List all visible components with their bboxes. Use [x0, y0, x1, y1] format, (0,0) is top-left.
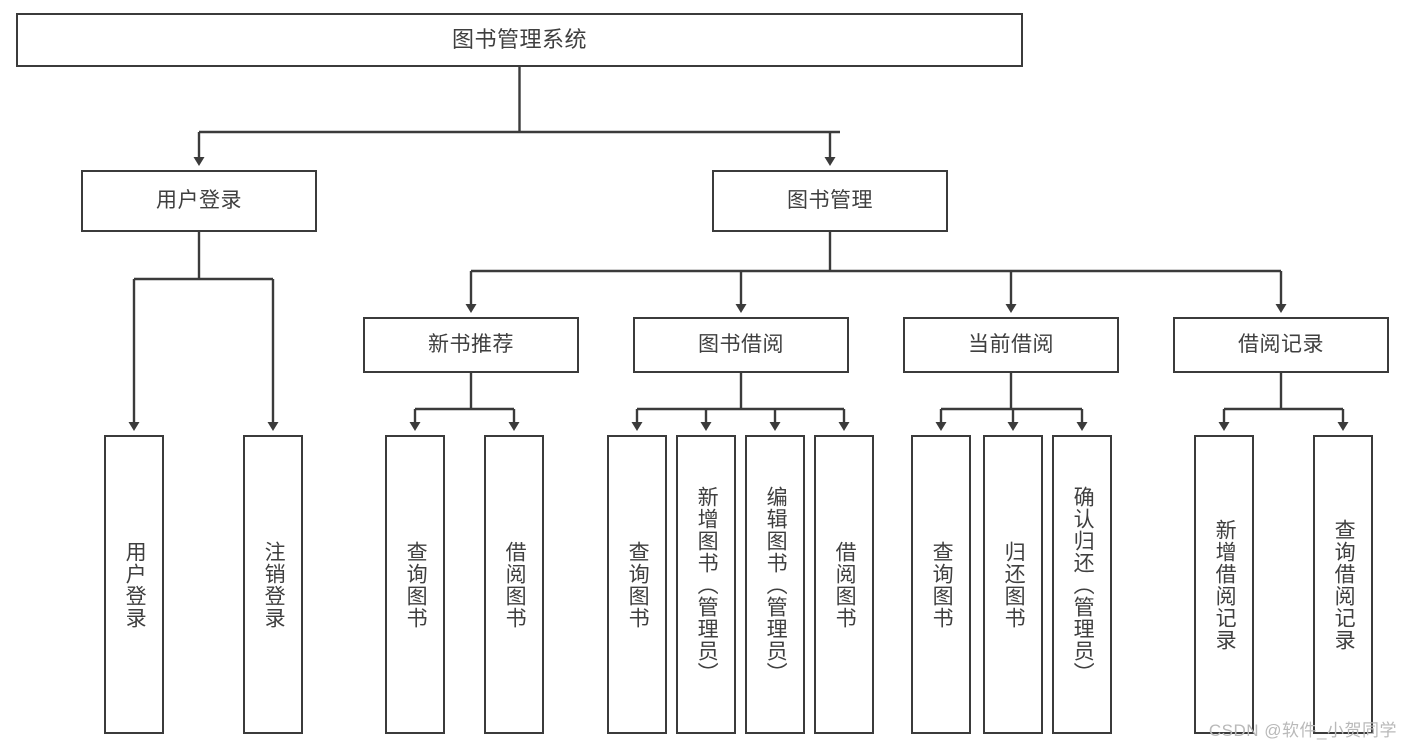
leaf-query-book-current[interactable]: 查询图书 — [911, 435, 971, 734]
leaf-confirm-return-admin[interactable]: 确认归还（管理员） — [1052, 435, 1112, 734]
leaf-borrow-book-recommend[interactable]: 借阅图书 — [484, 435, 544, 734]
leaf-label: 借阅图书 — [503, 540, 527, 629]
leaf-borrow-book[interactable]: 借阅图书 — [814, 435, 874, 734]
leaf-query-book-recommend[interactable]: 查询图书 — [385, 435, 445, 734]
leaf-user-login[interactable]: 用户登录 — [104, 435, 164, 734]
node-book-management[interactable]: 图书管理 — [712, 170, 948, 232]
leaf-label: 查询图书 — [930, 540, 954, 629]
leaf-label: 借阅图书 — [833, 540, 857, 629]
leaf-label: 归还图书 — [1002, 540, 1026, 629]
leaf-edit-book-admin[interactable]: 编辑图书（管理员） — [745, 435, 805, 734]
node-borrow-record-label: 借阅记录 — [1238, 333, 1324, 357]
node-book-borrow-label: 图书借阅 — [698, 333, 784, 357]
node-borrow-record[interactable]: 借阅记录 — [1173, 317, 1389, 373]
leaf-logout[interactable]: 注销登录 — [243, 435, 303, 734]
leaf-label: 用户登录 — [123, 540, 147, 629]
leaf-query-borrow-record[interactable]: 查询借阅记录 — [1313, 435, 1373, 734]
leaf-add-borrow-record[interactable]: 新增借阅记录 — [1194, 435, 1254, 734]
node-new-book-recommend-label: 新书推荐 — [428, 333, 514, 357]
node-current-borrow[interactable]: 当前借阅 — [903, 317, 1119, 373]
node-user-login-label: 用户登录 — [156, 189, 242, 213]
node-new-book-recommend[interactable]: 新书推荐 — [363, 317, 579, 373]
leaf-add-book-admin[interactable]: 新增图书（管理员） — [676, 435, 736, 734]
leaf-label: 注销登录 — [262, 540, 286, 629]
leaf-label: 查询借阅记录 — [1332, 518, 1356, 651]
leaf-label: 编辑图书（管理员） — [764, 485, 788, 684]
node-book-borrow[interactable]: 图书借阅 — [633, 317, 849, 373]
node-current-borrow-label: 当前借阅 — [968, 333, 1054, 357]
leaf-label: 查询图书 — [626, 540, 650, 629]
node-book-management-label: 图书管理 — [787, 189, 873, 213]
leaf-label: 新增图书（管理员） — [695, 485, 719, 684]
node-root[interactable]: 图书管理系统 — [16, 13, 1023, 67]
leaf-label: 确认归还（管理员） — [1071, 485, 1095, 684]
leaf-label: 查询图书 — [404, 540, 428, 629]
leaf-query-book-borrow[interactable]: 查询图书 — [607, 435, 667, 734]
leaf-label: 新增借阅记录 — [1213, 518, 1237, 651]
leaf-return-book[interactable]: 归还图书 — [983, 435, 1043, 734]
node-root-label: 图书管理系统 — [451, 26, 587, 52]
node-user-login[interactable]: 用户登录 — [81, 170, 317, 232]
